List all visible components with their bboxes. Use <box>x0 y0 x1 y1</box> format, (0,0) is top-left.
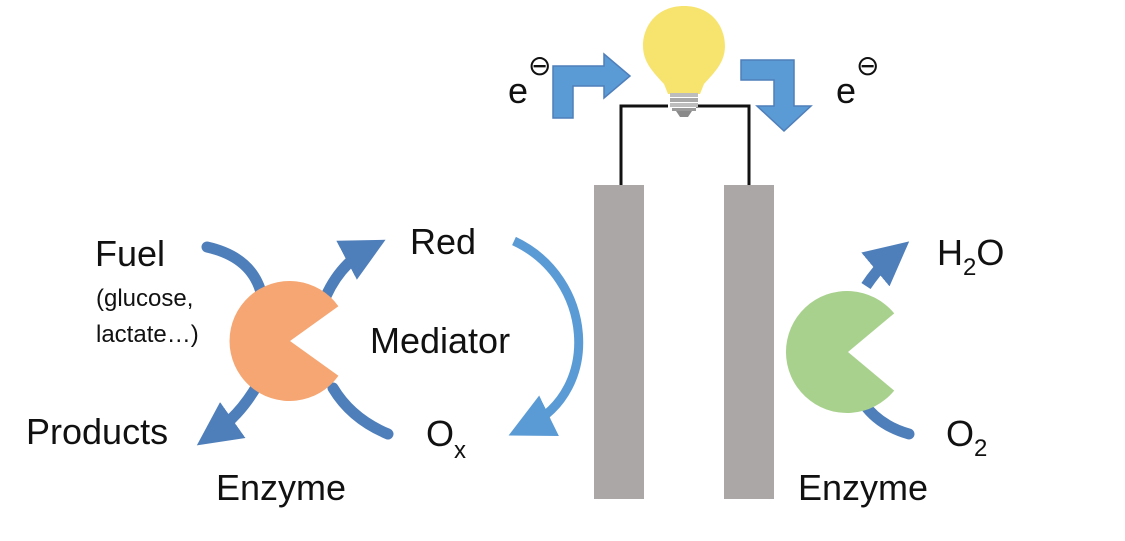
mediator-regeneration-arrow <box>508 236 584 436</box>
light-bulb-icon <box>643 6 725 117</box>
anode-electrode <box>594 185 644 499</box>
electron-right-label: e⊖ <box>836 50 880 111</box>
mediator-oxidized-label: Ox <box>426 413 466 464</box>
mediator-label: Mediator <box>370 320 510 361</box>
fuel-uptake-arrow <box>201 241 268 302</box>
enzyme-left-label: Enzyme <box>216 467 346 508</box>
oxygen-label: O2 <box>946 413 987 462</box>
mediator-reduced-label: Red <box>410 221 476 262</box>
anode-enzyme-shape <box>229 281 339 401</box>
water-label: H2O <box>937 232 1004 281</box>
fuel-examples-line1: (glucose, <box>96 285 193 312</box>
cathode-enzyme-shape <box>785 290 895 413</box>
products-release-arrow <box>196 381 263 446</box>
enzyme-right-label: Enzyme <box>798 467 928 508</box>
electron-left-label: e⊖ <box>508 50 552 111</box>
cathode-wire <box>696 104 751 185</box>
cathode-electrode <box>724 185 774 499</box>
oxygen-uptake-arrow <box>858 398 915 440</box>
anode-wire <box>619 104 668 185</box>
electron-flow-left-arrow <box>552 52 632 119</box>
products-label: Products <box>26 411 168 452</box>
fuel-examples-line2: lactate…) <box>96 321 199 348</box>
fuel-label: Fuel <box>95 233 165 274</box>
mediator-oxidized-arrow <box>327 382 394 440</box>
water-release-arrow <box>861 241 910 290</box>
electron-flow-right-arrow <box>740 59 813 133</box>
